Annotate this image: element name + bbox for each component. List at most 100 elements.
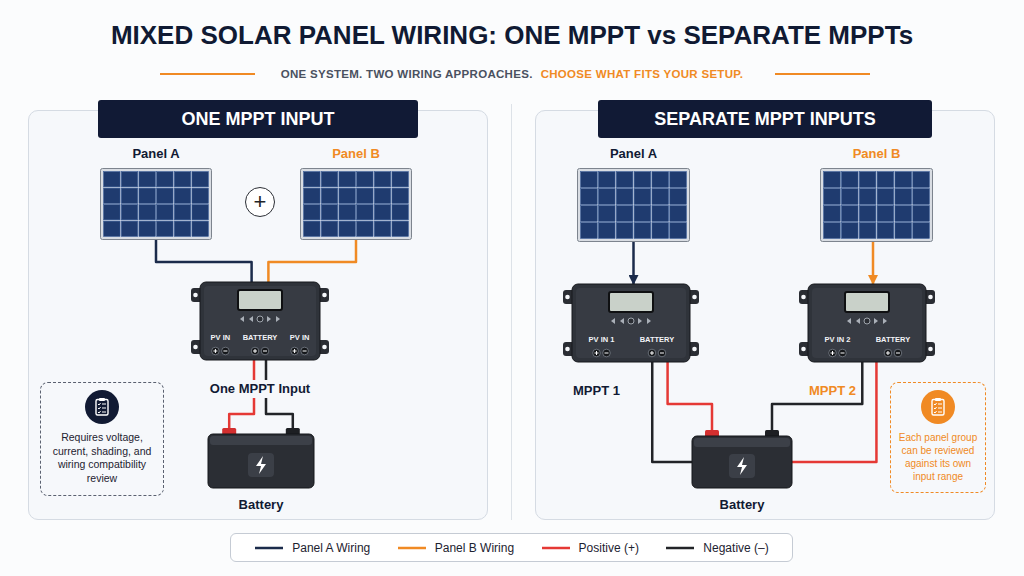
controller-body (808, 284, 926, 362)
legend-line (542, 546, 570, 549)
solar-cell (652, 223, 669, 239)
arrow-button (240, 316, 244, 322)
solar-cell (392, 205, 408, 220)
solar-cell (616, 206, 633, 222)
charge-controller: PV INBATTERYPV INOne MPPT Input (200, 282, 320, 360)
terminal (593, 349, 601, 357)
section-ground (28, 110, 488, 520)
arrow-button (611, 318, 615, 324)
terminal-mark (896, 353, 900, 354)
solar-cell (304, 188, 320, 203)
diagram-title: MIXED SOLAR PANEL WIRING: ONE MPPT vs SE… (0, 18, 1024, 52)
terminal (884, 349, 892, 357)
note-box: Requires voltage, current, shading, and … (40, 382, 164, 496)
solar-cell (581, 172, 598, 188)
panel-drawing (577, 168, 690, 242)
solar-cell (174, 205, 190, 220)
solar-cell (357, 205, 373, 220)
legend-entry: Positive (+) (541, 541, 639, 555)
battery-body (692, 436, 792, 488)
mounting-hole (801, 295, 806, 300)
ctrl-drawing (200, 282, 320, 360)
solar-cell (824, 223, 841, 239)
terminal-label: PV IN 2 (825, 335, 851, 344)
legend-text: Positive (+) (579, 541, 639, 555)
solar-cell (913, 223, 930, 239)
solar-cell (634, 206, 651, 222)
controller-body (200, 282, 320, 360)
legend-sample (254, 543, 284, 553)
accent-line (160, 73, 255, 75)
arrow-button (847, 318, 851, 324)
legend-text: Negative (–) (703, 541, 768, 555)
solar-cell (157, 221, 173, 236)
legend-entry: Panel B Wiring (397, 541, 514, 555)
arrow-button (647, 318, 651, 324)
solar-cell (841, 223, 858, 239)
mounting-hole (928, 295, 933, 300)
check-line (102, 412, 106, 413)
check-line (102, 408, 106, 409)
terminal (658, 349, 666, 357)
ctrl-drawing (808, 284, 926, 362)
terminal-mark (596, 351, 597, 355)
solar-cell (670, 189, 687, 205)
terminal (648, 349, 656, 357)
control-button (257, 316, 263, 322)
terminal-mark (215, 349, 216, 353)
subtitle-holder: ONE SYSTEM. TWO WIRING APPROACHES.CHOOSE… (0, 66, 1024, 82)
terminal-label: BATTERY (640, 335, 675, 344)
lightning-bolt (737, 457, 747, 475)
solar-cell (192, 188, 208, 203)
terminal (894, 349, 902, 357)
legend-sample (541, 543, 571, 553)
solar-cell (877, 206, 894, 222)
mounting-hole (692, 295, 697, 300)
solar-cell (304, 172, 320, 187)
solar-cell (374, 205, 390, 220)
terminal (222, 347, 230, 355)
subtitle-accent: CHOOSE WHAT FITS YOUR SETUP. (541, 68, 744, 80)
solar-cell (824, 189, 841, 205)
check-mark (98, 411, 101, 413)
check-line (938, 404, 942, 405)
section-ground (535, 110, 995, 520)
mounting-hole (322, 293, 327, 298)
arrow-button (638, 318, 642, 324)
solar-cell (321, 221, 337, 236)
terminal-label: BATTERY (243, 333, 278, 342)
wire (652, 362, 692, 462)
panel-drawing (820, 168, 933, 242)
solar-cell (581, 223, 598, 239)
check-mark (98, 407, 101, 409)
wire (668, 362, 712, 430)
terminal-label: BATTERY (876, 335, 911, 344)
terminal-mark (294, 349, 295, 353)
solar-cell (913, 189, 930, 205)
solar-cell (392, 172, 408, 187)
check-line (938, 408, 942, 409)
solar-cell (859, 206, 876, 222)
clipboard-icon (921, 390, 955, 424)
solar-cell (598, 206, 615, 222)
lcd-screen (238, 290, 282, 310)
solar-cell (634, 172, 651, 188)
solar-cell (121, 172, 137, 187)
solar-cell (192, 221, 208, 236)
legend-sample (397, 543, 427, 553)
controller-caption: One MPPT Input (207, 380, 313, 398)
solar-cell (652, 189, 669, 205)
mounting-hole (692, 347, 697, 352)
solar-cell (174, 172, 190, 187)
panel-label: Panel A (610, 146, 657, 162)
solar-cell (581, 206, 598, 222)
solar-cell (841, 206, 858, 222)
solar-cell (339, 172, 355, 187)
solar-cell (157, 172, 173, 187)
mounting-hole (322, 345, 327, 350)
solar-cell (357, 172, 373, 187)
arrow-button (883, 318, 887, 324)
solar-cell (913, 206, 930, 222)
check-mark (98, 403, 101, 405)
terminal-label: PV IN 1 (589, 335, 615, 344)
